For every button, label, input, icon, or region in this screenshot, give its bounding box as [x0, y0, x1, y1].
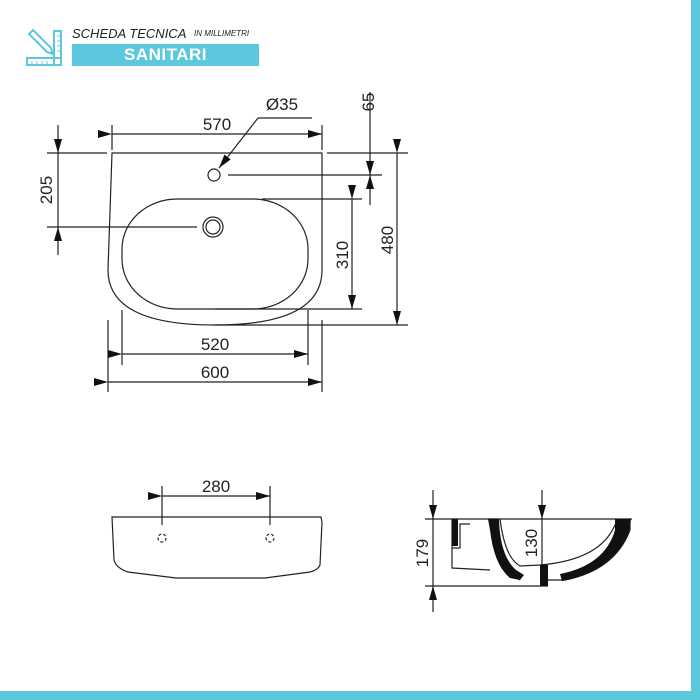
- dim-width-top: 570: [203, 115, 231, 134]
- dim-total-depth: 480: [378, 226, 397, 254]
- dim-basin-width: 520: [201, 335, 229, 354]
- front-view: [111, 486, 323, 579]
- side-view-fill: [452, 519, 631, 586]
- dim-basin-depth: 310: [333, 241, 352, 269]
- pencil-ruler-icon: [26, 28, 62, 66]
- dim-drain-offset: 205: [37, 176, 56, 204]
- dim-tap-hole-offset: 65: [359, 93, 378, 112]
- dim-fixing-holes: 280: [202, 477, 230, 496]
- frame-border-bottom: [0, 691, 700, 700]
- page-title: SCHEDA TECNICA: [72, 26, 187, 41]
- dim-total-height: 179: [413, 539, 432, 567]
- category-banner: SANITARI: [72, 44, 259, 66]
- dim-total-width: 600: [201, 363, 229, 382]
- dim-tap-hole-diameter: Ø35: [266, 95, 298, 114]
- units-label: IN MILLIMETRI: [194, 29, 250, 38]
- frame-border-right: [691, 0, 700, 700]
- dim-basin-height: 130: [522, 529, 541, 557]
- header: SCHEDA TECNICA IN MILLIMETRI SANITARI: [24, 26, 264, 68]
- top-view: [47, 92, 408, 392]
